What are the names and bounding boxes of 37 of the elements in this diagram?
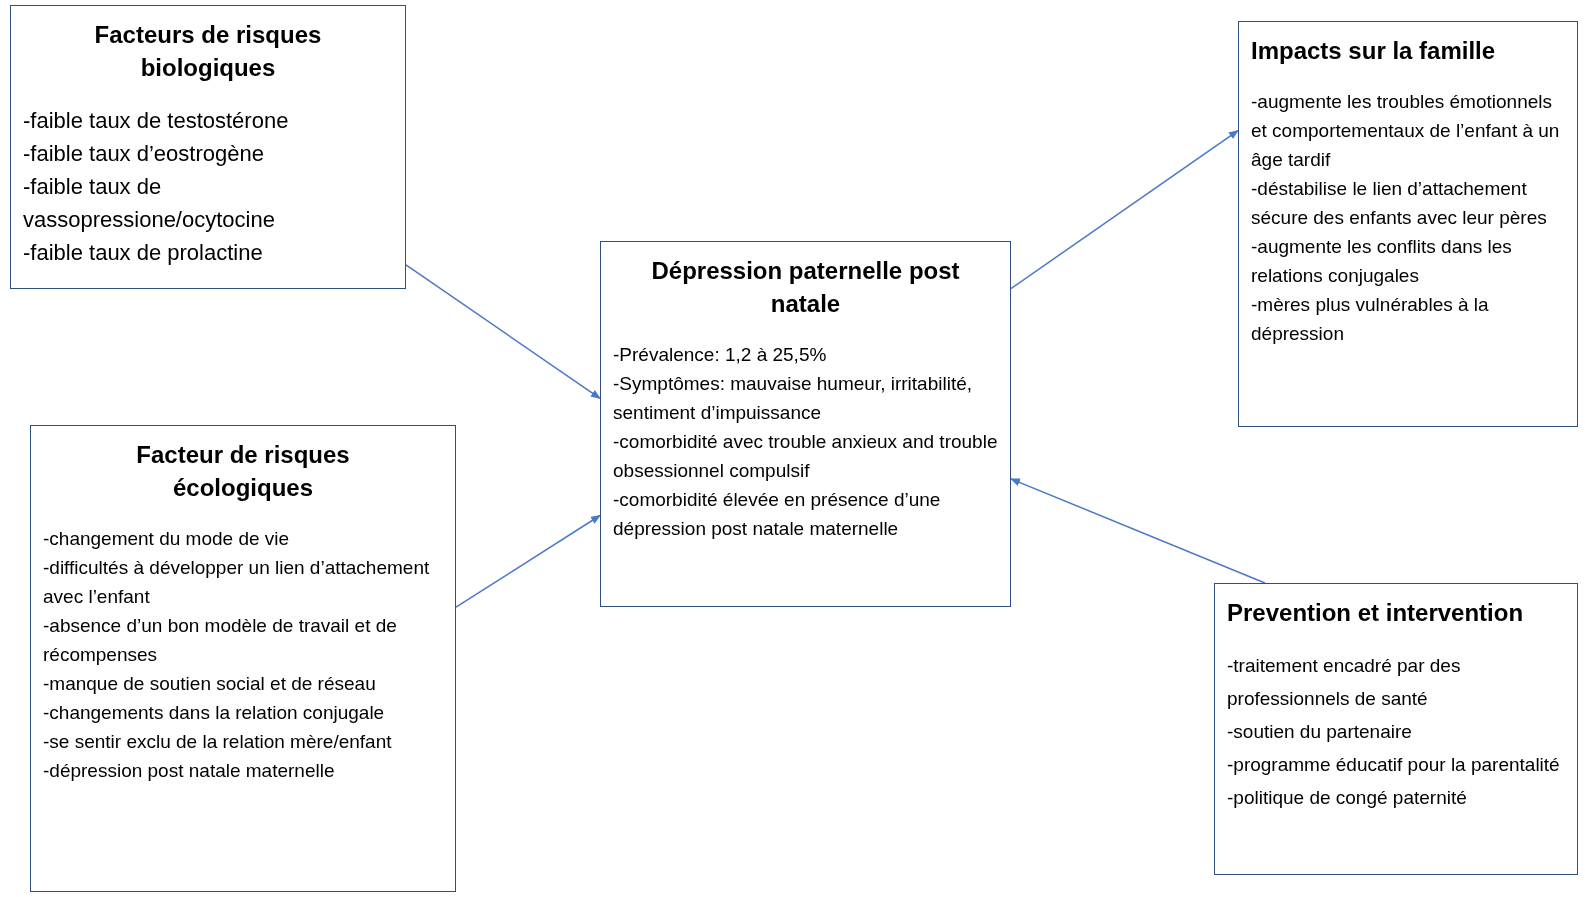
box-body-text: -absence d’un bon modèle de travail et de récompenses [43,614,398,667]
box-body-text: -augmente les conflits dans les relations conjugales [1251,235,1513,288]
arrow [1010,129,1239,290]
box-body-text: -changements dans la relation conjugale [43,701,386,725]
box-body-text: -se sentir exclu de la relation mère/enfant [43,730,393,754]
box-body-text: -programme éducatif pour la parentalité [1227,753,1561,777]
box-heading: Facteurs de risques biologiques [93,20,323,83]
box-body-text: -Prévalence: 1,2 à 25,5% [613,343,828,367]
box-body-text: -déstabilise le lien d’attachement sécure des enfants avec leur pères [1251,177,1548,230]
text-box [1238,21,1578,427]
box-body-text: -difficultés à développer un lien d’attachement avec l’enfant [43,556,431,609]
arrow [455,514,601,608]
box-body-text: -soutien du partenaire [1227,720,1413,744]
text-box [30,425,456,892]
box-body-text: -Symptômes: mauvaise humeur, irritabilité, sentiment d’impuissance [613,372,973,425]
box-body-text: -dépression post natale maternelle [43,759,336,783]
box-body-text: -comorbidité avec trouble anxieux and trouble obsessionnel compulsif [613,430,998,483]
box-body-text: -faible taux de vassopressione/ocytocine [23,173,276,234]
box-body-text: -traitement encadré par des professionnels de santé [1227,654,1462,711]
text-box [1214,583,1578,875]
box-heading: Impacts sur la famille [1251,36,1497,66]
box-body-text: -augmente les troubles émotionnels et comportementaux de l’enfant à un âge tardif [1251,90,1561,172]
box-heading: Facteur de risques écologiques [135,440,351,503]
box-body-text: -faible taux de testostérone [23,107,290,135]
box-heading: Dépression paternelle post natale [650,256,961,319]
box-body-text: -manque de soutien social et de réseau [43,672,377,696]
text-box [10,5,406,289]
box-body-text: -comorbidité élevée en présence d’une dépression post natale maternelle [613,488,942,541]
box-body-text: -faible taux de prolactine [23,239,264,267]
box-body-text: -mères plus vulnérables à la dépression [1251,293,1490,346]
box-heading: Prevention et intervention [1227,598,1525,628]
text-box [600,241,1011,607]
box-body-text: -politique de congé paternité [1227,786,1468,810]
arrow [405,264,601,400]
box-body-text: -changement du mode de vie [43,527,291,551]
arrow [1010,478,1266,584]
box-body-text: -faible taux d’eostrogène [23,140,265,168]
